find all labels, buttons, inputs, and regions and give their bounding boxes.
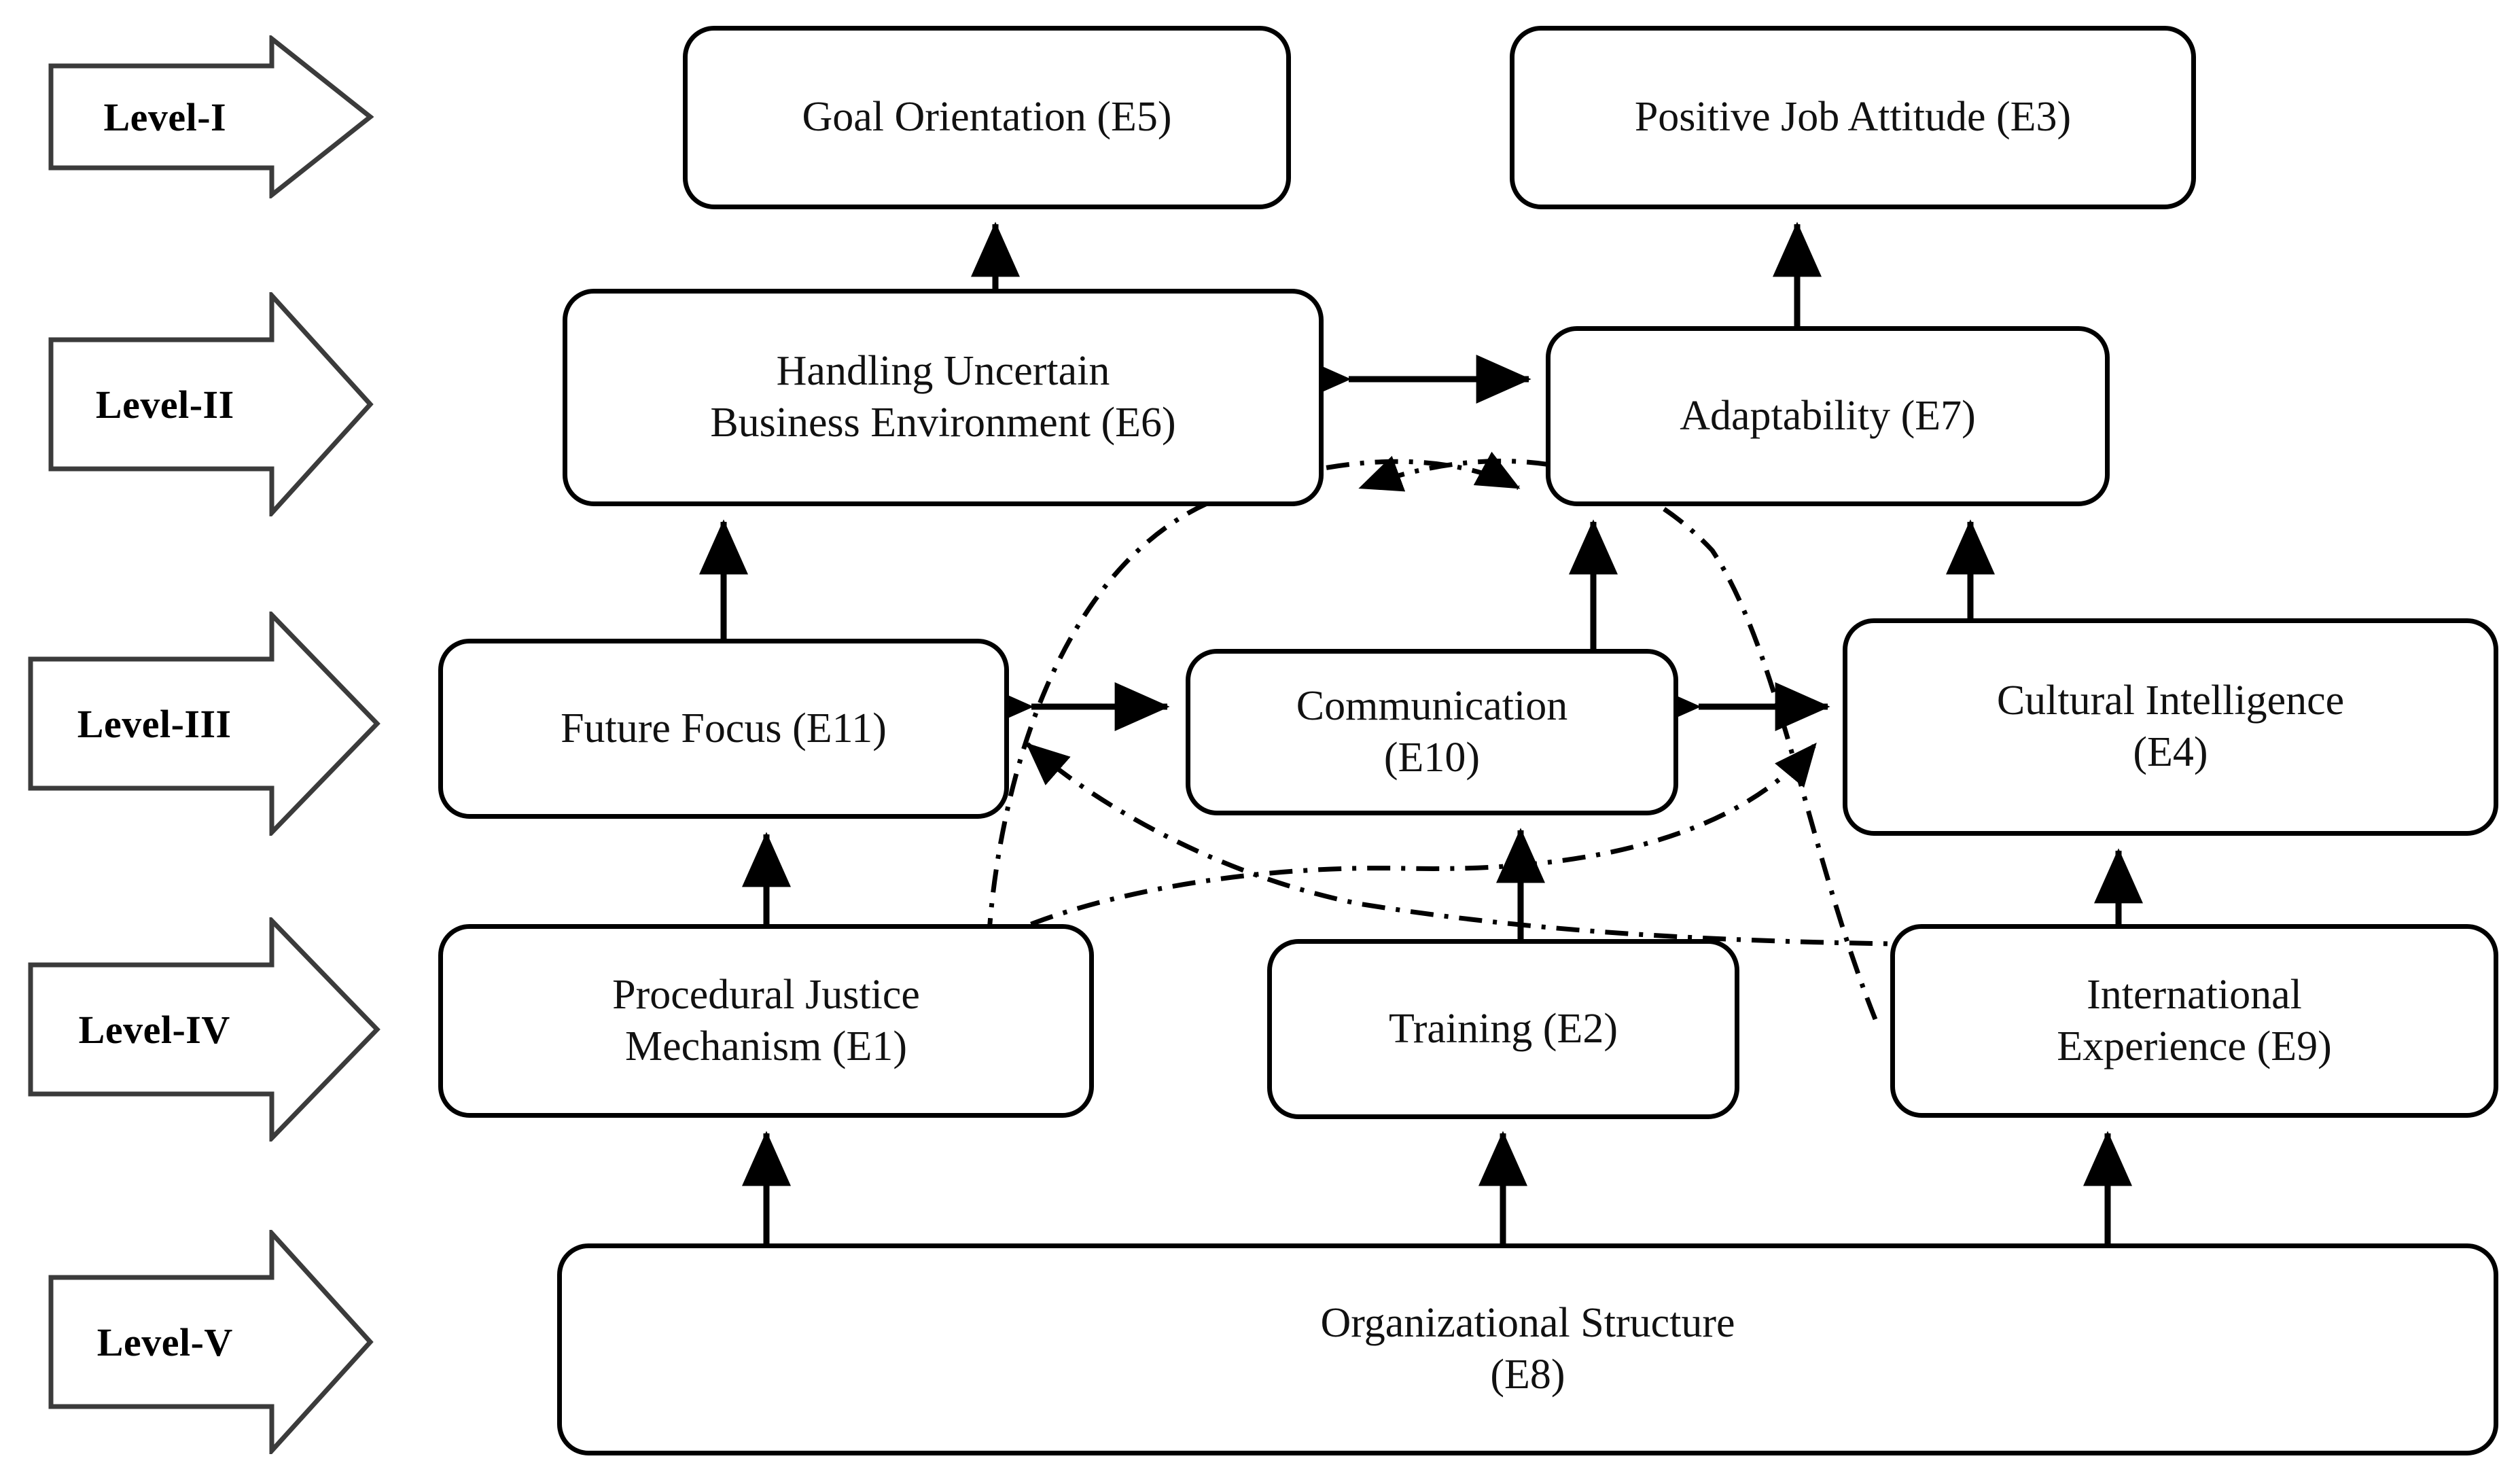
level-arrow-2: Level-II — [48, 289, 374, 520]
node-E7-label: Adaptability (E7) — [1680, 392, 1976, 439]
node-E3[interactable]: Positive Job Attitude (E3) — [1510, 26, 2196, 209]
level-arrow-2-label: Level-II — [95, 382, 234, 427]
level-arrow-5-shape — [48, 1226, 374, 1458]
edge-E9-to-E6-dashdot — [1358, 455, 1878, 1021]
level-arrow-1: Level-I — [48, 33, 374, 200]
node-E8-label: Organizational Structure (E8) — [1320, 1300, 1735, 1398]
node-E3-label: Positive Job Attitude (E3) — [1634, 94, 2072, 141]
level-arrow-5: Level-V — [48, 1226, 374, 1458]
node-E4[interactable]: Cultural Intelligence (E4) — [1843, 618, 2498, 836]
node-E11[interactable]: Future Focus (E11) — [438, 639, 1009, 819]
edge-E9-to-E11-dashdot — [1025, 742, 2216, 949]
level-arrow-1-shape — [48, 33, 374, 200]
node-E10-label: Communication (E10) — [1296, 682, 1568, 781]
node-E9-label: International Experience (E9) — [2057, 971, 2332, 1070]
level-arrow-3: Level-III — [27, 609, 380, 838]
level-arrow-4: Level-IV — [27, 915, 380, 1144]
node-E8[interactable]: Organizational Structure (E8) — [557, 1243, 2498, 1455]
level-arrow-4-shape — [28, 915, 380, 1144]
node-E9[interactable]: International Experience (E9) — [1890, 924, 2498, 1118]
node-E5-label: Goal Orientation (E5) — [802, 94, 1172, 141]
node-E4-label: Cultural Intelligence (E4) — [1996, 677, 2345, 775]
node-E1[interactable]: Procedural Justice Mechanism (E1) — [438, 924, 1094, 1118]
node-E10[interactable]: Communication (E10) — [1186, 649, 1678, 815]
node-E6[interactable]: Handling Uncertain Business Environment … — [563, 289, 1324, 506]
node-E7[interactable]: Adaptability (E7) — [1546, 326, 2110, 506]
level-arrow-5-label: Level-V — [96, 1320, 233, 1364]
node-E11-label: Future Focus (E11) — [561, 705, 887, 752]
level-arrow-2-shape — [48, 289, 374, 520]
node-E2-label: Training (E2) — [1389, 1005, 1618, 1052]
node-E2[interactable]: Training (E2) — [1267, 939, 1739, 1119]
level-arrow-3-shape — [28, 609, 380, 838]
node-E5[interactable]: Goal Orientation (E5) — [683, 26, 1291, 209]
level-arrow-4-label: Level-IV — [78, 1007, 230, 1052]
node-E6-label: Handling Uncertain Business Environment … — [710, 348, 1176, 446]
level-arrow-1-label: Level-I — [103, 94, 227, 139]
level-arrow-3-label: Level-III — [77, 701, 232, 746]
edge-E1-to-E7-dashdot — [986, 451, 1521, 942]
node-E1-label: Procedural Justice Mechanism (E1) — [612, 971, 920, 1070]
edge-E1-to-E4-dashdot — [985, 742, 1818, 947]
